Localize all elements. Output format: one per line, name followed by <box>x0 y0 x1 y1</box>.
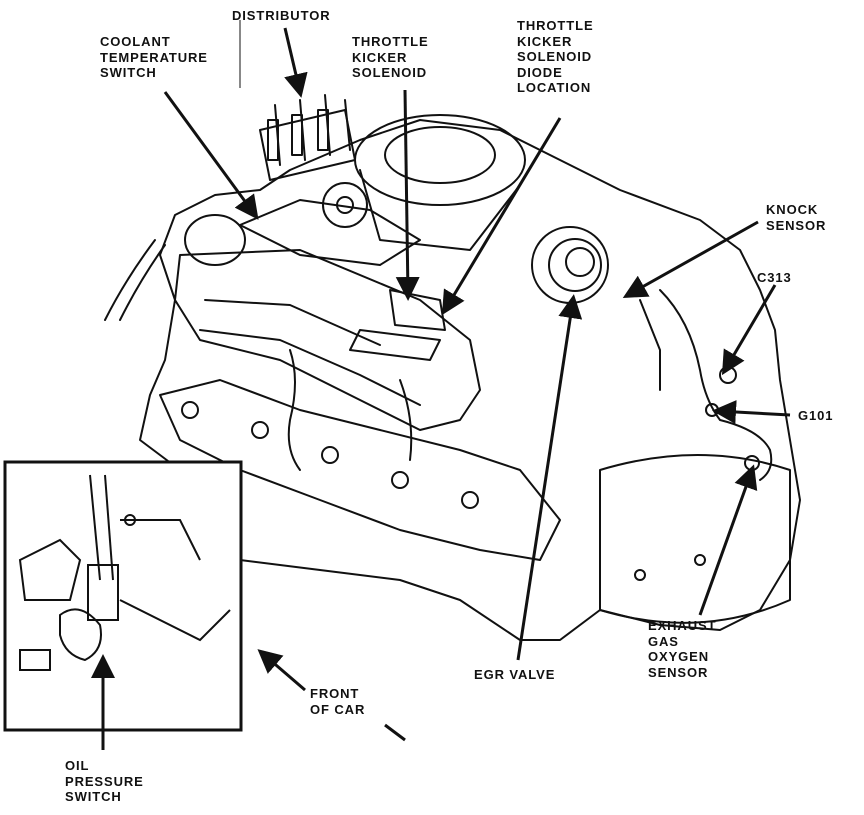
ego-sensor-leader <box>698 464 758 616</box>
label-front-of-car: FRONT OF CAR <box>310 686 366 717</box>
engine-block-outline <box>139 119 801 641</box>
throttle-solenoid-leader <box>395 89 420 301</box>
front-of-car-tail <box>384 723 406 742</box>
distributor-leader <box>283 27 308 98</box>
label-throttle-kicker-solenoid-diode-location: THROTTLE KICKER SOLENOID DIODE LOCATION <box>517 18 594 95</box>
front-of-car-arrow <box>257 649 306 692</box>
egr-valve-leader <box>516 294 583 661</box>
knock-sensor-leader <box>622 220 759 298</box>
inset-oil-pressure-switch <box>18 474 231 671</box>
flywheel <box>599 454 791 624</box>
label-distributor: DISTRIBUTOR <box>232 8 331 23</box>
exhaust-manifold <box>159 379 561 561</box>
label-oil-pressure-switch: OIL PRESSURE SWITCH <box>65 758 144 804</box>
g101-leader <box>712 400 791 424</box>
inset-frame <box>3 460 243 732</box>
coolant-switch-leader <box>163 91 259 220</box>
label-g101: G101 <box>798 408 834 423</box>
label-c313: C313 <box>757 270 792 285</box>
label-egr-valve: EGR VALVE <box>474 667 556 682</box>
label-coolant-temperature-switch: COOLANT TEMPERATURE SWITCH <box>100 34 208 80</box>
label-throttle-kicker-solenoid: THROTTLE KICKER SOLENOID <box>352 34 429 80</box>
c313-leader <box>721 284 777 376</box>
diode-leader <box>441 117 562 316</box>
label-exhaust-gas-oxygen-sensor: EXHAUST GAS OXYGEN SENSOR <box>648 618 717 680</box>
label-knock-sensor: KNOCK SENSOR <box>766 202 827 233</box>
